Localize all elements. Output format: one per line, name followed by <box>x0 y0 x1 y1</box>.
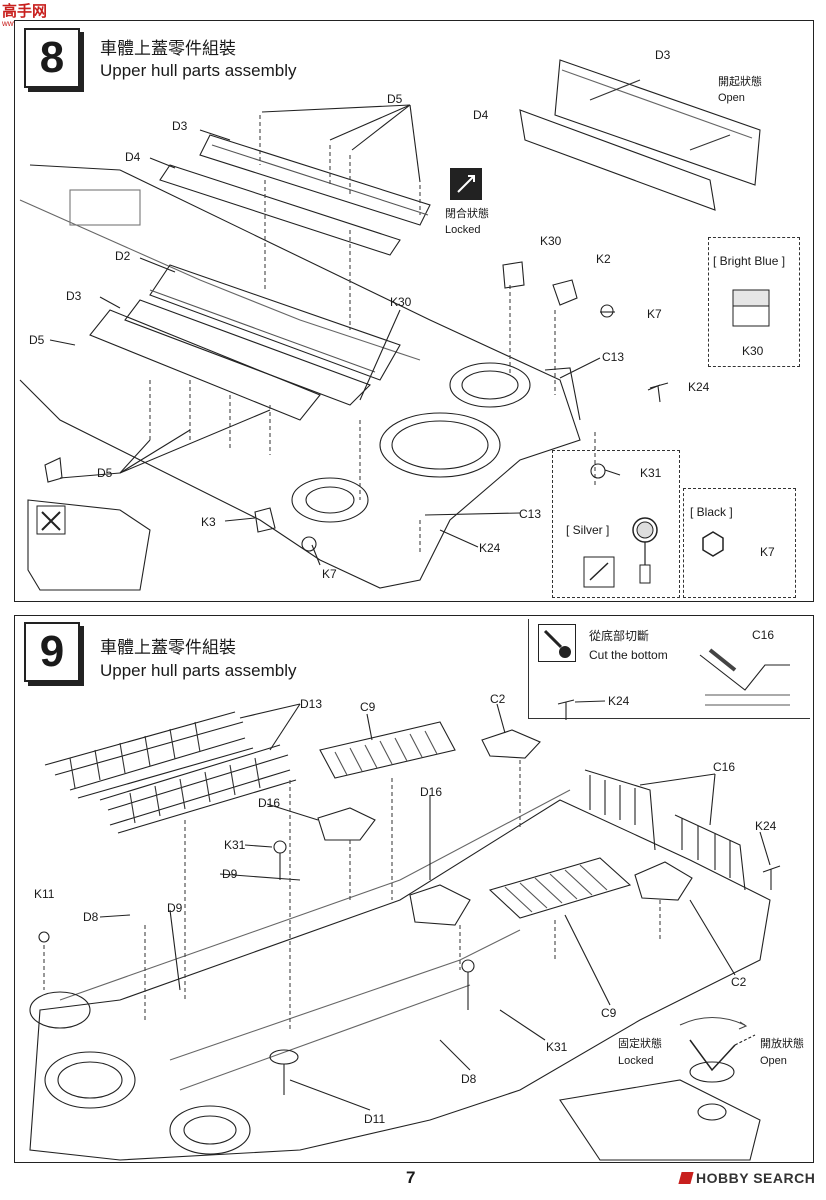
label-k11: K11 <box>34 887 55 901</box>
step8-number-box: 8 <box>24 28 80 88</box>
label-d3-open: D3 <box>655 48 671 62</box>
label-k7-bottom: K7 <box>322 567 337 581</box>
bright-blue-callout <box>708 237 800 367</box>
label-d9-a: D9 <box>222 867 238 881</box>
label-d5-bottom: D5 <box>97 466 113 480</box>
state-locked-zh: 閉合狀態 <box>445 207 489 220</box>
label-k30-top: K30 <box>540 234 562 248</box>
color-black: [ Black ] <box>690 505 733 519</box>
step9-title-zh: 車體上蓋零件組裝 <box>100 638 236 658</box>
label-k7-black: K7 <box>760 545 775 559</box>
label-d13: D13 <box>300 697 323 711</box>
label-d8-bottom: D8 <box>461 1072 477 1086</box>
silver-callout <box>552 450 680 598</box>
label-c16: C16 <box>713 760 736 774</box>
hobby-search-logo: HOBBY SEARCH <box>678 1170 816 1186</box>
label-d11: D11 <box>364 1112 386 1126</box>
state-locked9-en: Locked <box>618 1055 654 1067</box>
label-k31: K31 <box>640 466 662 480</box>
label-d3-top: D3 <box>172 119 188 133</box>
label-k24-top: K24 <box>608 694 630 708</box>
label-c13-bottom: C13 <box>519 507 542 521</box>
state-open9-en: Open <box>760 1055 787 1067</box>
label-d8-left: D8 <box>83 910 99 924</box>
step9-title-en: Upper hull parts assembly <box>100 661 297 680</box>
cut-bottom-zh: 從底部切斷 <box>589 629 650 643</box>
label-d9-b: D9 <box>167 901 183 915</box>
step8-panel <box>14 20 814 602</box>
label-d5-top: D5 <box>387 92 403 106</box>
label-d16-left: D16 <box>258 796 281 810</box>
label-d2: D2 <box>115 249 131 263</box>
label-d3-mid: D3 <box>66 289 82 303</box>
hobby-search-icon <box>678 1172 694 1184</box>
label-c9-top: C9 <box>360 700 376 714</box>
color-silver: [ Silver ] <box>566 523 610 537</box>
state-locked9-zh: 固定狀態 <box>618 1037 662 1050</box>
state-open-en: Open <box>718 92 745 104</box>
label-k3: K3 <box>201 515 216 529</box>
color-bright-blue: [ Bright Blue ] <box>713 254 786 268</box>
step8-number: 8 <box>39 33 65 82</box>
label-k31-bottom: K31 <box>546 1040 568 1054</box>
state-locked-en: Locked <box>445 224 481 236</box>
label-d4-open: D4 <box>473 108 489 122</box>
label-k31-left: K31 <box>224 838 246 852</box>
label-k30-swatch: K30 <box>742 344 764 358</box>
step9-number-box: 9 <box>24 622 80 682</box>
cut-bottom-callout <box>528 619 810 719</box>
step8-title-zh: 車體上蓋零件組裝 <box>100 39 236 59</box>
label-k2: K2 <box>596 252 611 266</box>
label-c16-box: C16 <box>752 628 775 642</box>
step9-number: 9 <box>39 627 65 676</box>
label-c13-top: C13 <box>602 350 625 364</box>
label-k30-mid: K30 <box>390 295 412 309</box>
label-k7-top: K7 <box>647 307 662 321</box>
watermark-logo-text: 高手网 <box>2 2 48 20</box>
label-c2-right: C2 <box>731 975 747 989</box>
cut-bottom-en: Cut the bottom <box>589 648 668 662</box>
label-c9-bottom: C9 <box>601 1006 617 1020</box>
label-k24-bottom: K24 <box>479 541 501 555</box>
label-d4-top: D4 <box>125 150 141 164</box>
label-d16-mid: D16 <box>420 785 443 799</box>
state-open9-zh: 開放狀態 <box>760 1037 804 1050</box>
step9-panel <box>14 615 814 1163</box>
page-number: 7 <box>406 1168 416 1187</box>
nipper-icon <box>538 624 576 662</box>
label-d5-left: D5 <box>29 333 45 347</box>
step8-title-en: Upper hull parts assembly <box>100 61 297 80</box>
state-open-zh: 開起狀態 <box>718 75 762 88</box>
black-callout <box>683 488 796 598</box>
label-c2-top: C2 <box>490 692 506 706</box>
label-k24: K24 <box>688 380 710 394</box>
hobby-search-text: HOBBY SEARCH <box>696 1170 816 1186</box>
label-k24-right: K24 <box>755 819 777 833</box>
